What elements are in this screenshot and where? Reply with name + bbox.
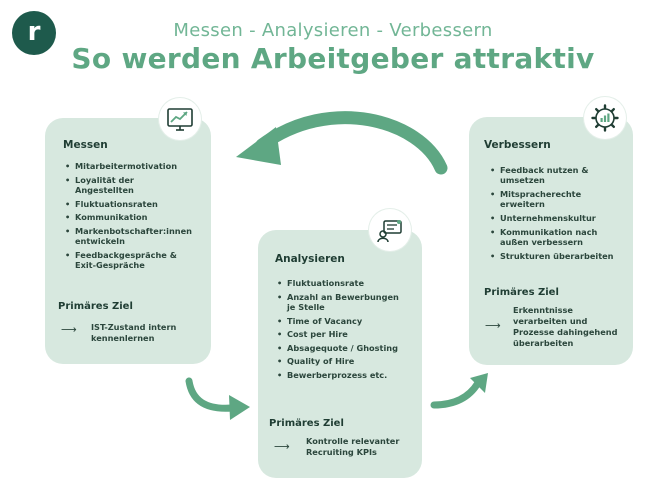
goal-arrow-icon: ⟶ xyxy=(485,319,501,332)
arrow-verbessern-to-messen xyxy=(255,111,448,175)
gear-chart-icon xyxy=(584,97,626,139)
list-item: Mitarbeitermotivation xyxy=(63,161,211,172)
arrow-messen-to-analysieren xyxy=(185,377,236,412)
arrow-head-top xyxy=(236,127,281,165)
analysis-icon xyxy=(369,209,411,251)
card-messen: Messen MitarbeitermotivationLoyalität de… xyxy=(45,118,211,364)
list-item: Mitspracherechte erweitern xyxy=(488,189,633,210)
page-subtitle: Messen - Analysieren - Verbessern xyxy=(173,20,493,41)
card-items: FluktuationsrateAnzahl an Bewerbungen je… xyxy=(275,278,421,384)
list-item: Strukturen überarbeiten xyxy=(488,251,633,262)
arrow-analysieren-to-verbessern xyxy=(430,379,482,409)
list-item: Time of Vacancy xyxy=(275,316,421,327)
list-item: Quality of Hire xyxy=(275,356,421,367)
goal-arrow-icon: ⟶ xyxy=(61,323,77,336)
list-item: Fluktuationsraten xyxy=(63,199,211,210)
list-item: Kommunikation nach außen verbessern xyxy=(488,227,633,248)
chart-monitor-icon xyxy=(159,98,201,140)
card-items: Feedback nutzen & umsetzenMitspracherech… xyxy=(488,165,633,264)
brand-logo: r xyxy=(12,11,56,55)
list-item: Kommunikation xyxy=(63,212,211,223)
list-item: Cost per Hire xyxy=(275,329,421,340)
card-items: MitarbeitermotivationLoyalität der Anges… xyxy=(63,161,211,274)
card-title: Messen xyxy=(63,139,108,151)
goal-text: Kontrolle relevanter Recruiting KPIs xyxy=(306,436,400,457)
card-title: Verbessern xyxy=(484,139,551,151)
list-item: Unternehmenskultur xyxy=(488,213,633,224)
list-item: Bewerberprozess etc. xyxy=(275,370,421,381)
goal-text: IST-Zustand intern kennenlernen xyxy=(91,322,177,343)
list-item: Loyalität der Angestellten xyxy=(63,175,211,196)
list-item: Feedbackgespräche & Exit-Gespräche xyxy=(63,250,211,271)
list-item: Feedback nutzen & umsetzen xyxy=(488,165,633,186)
list-item: Anzahl an Bewerbungen je Stelle xyxy=(275,292,421,313)
card-title: Analysieren xyxy=(275,253,345,265)
goal-label: Primäres Ziel xyxy=(58,301,133,312)
list-item: Markenbotschafter:innen entwickeln xyxy=(63,226,211,247)
page-title: So werden Arbeitgeber attraktiv xyxy=(71,42,595,75)
goal-arrow-icon: ⟶ xyxy=(274,440,290,453)
goal-label: Primäres Ziel xyxy=(484,287,559,298)
card-analysieren: Analysieren FluktuationsrateAnzahl an Be… xyxy=(258,230,422,478)
goal-text: Erkenntnisse verarbeiten und Prozesse da… xyxy=(513,305,618,348)
list-item: Absagequote / Ghosting xyxy=(275,343,421,354)
goal-label: Primäres Ziel xyxy=(269,418,344,429)
card-verbessern: Verbessern Feedback nutzen & umsetzenMit… xyxy=(469,117,633,365)
arrow-head-left xyxy=(229,395,250,420)
arrow-head-right xyxy=(470,373,488,393)
list-item: Fluktuationsrate xyxy=(275,278,421,289)
